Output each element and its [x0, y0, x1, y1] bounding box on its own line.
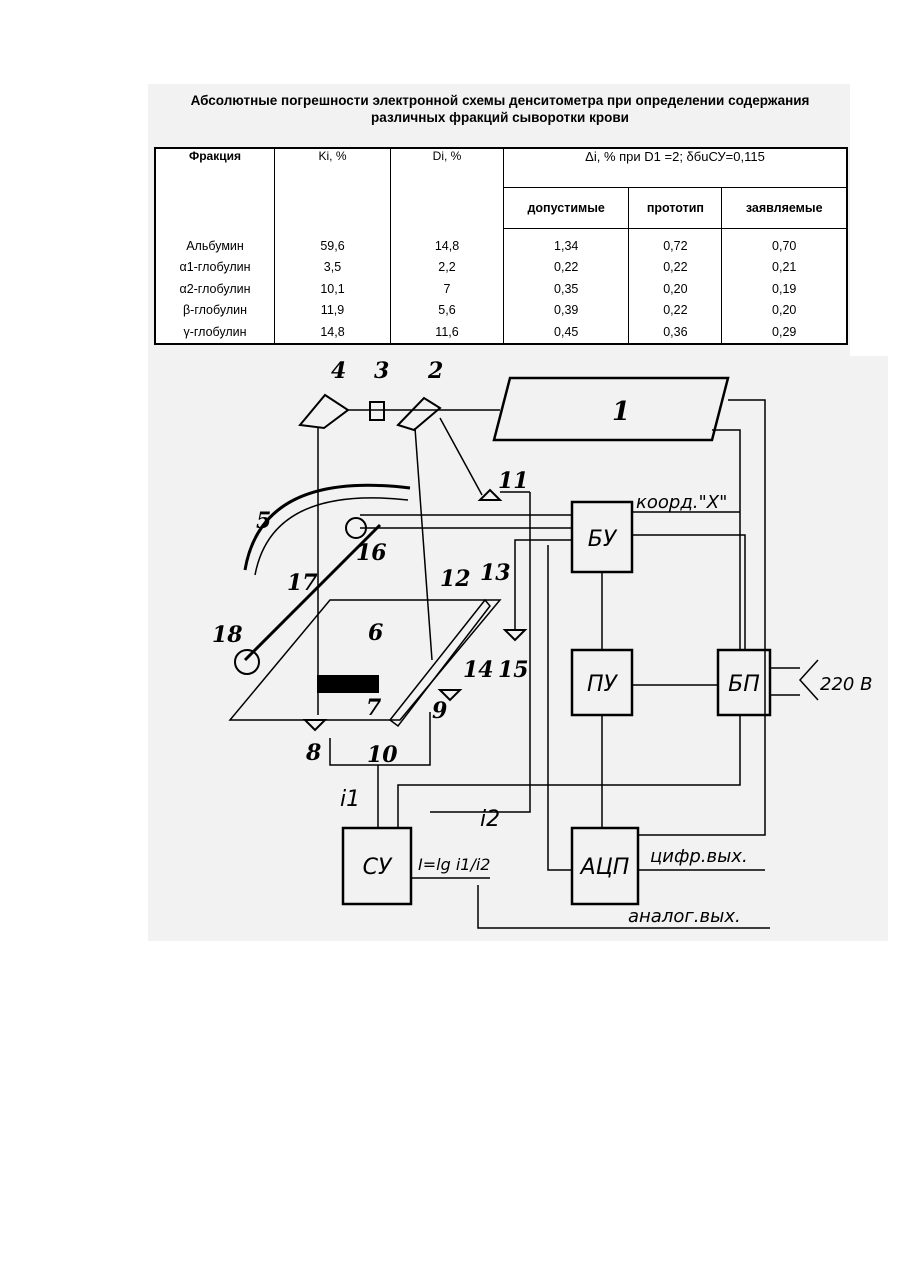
errors-table: Фракция Ki, % Di, % Δi, % при D1 =2; δбu… — [154, 147, 848, 345]
block-pu: ПУ — [587, 672, 619, 697]
cell-d: 2,2 — [391, 257, 504, 279]
cell-k: 14,8 — [275, 321, 391, 344]
cell-fraction: α1-глобулин — [155, 257, 275, 279]
table-row: Альбумин 59,6 14,8 1,34 0,72 0,70 — [155, 229, 847, 257]
current-i2: i2 — [480, 807, 500, 832]
cell-d: 5,6 — [391, 300, 504, 322]
cell-allowed: 0,35 — [504, 278, 629, 300]
block-su: СУ — [363, 855, 393, 880]
table-row: γ-глобулин 14,8 11,6 0,45 0,36 0,29 — [155, 321, 847, 344]
cell-allowed: 0,22 — [504, 257, 629, 279]
label-4: 4 — [331, 358, 346, 384]
cell-fraction: α2-глобулин — [155, 278, 275, 300]
densitometer-diagram: 1 2 3 4 5 6 7 8 9 10 11 12 13 14 15 16 1… — [148, 356, 888, 941]
cell-k: 59,6 — [275, 229, 391, 257]
analog-output: аналог.вых. — [628, 906, 741, 927]
header-fraction: Фракция — [155, 148, 275, 229]
label-9: 9 — [432, 698, 447, 724]
label-1: 1 — [612, 397, 630, 427]
cell-fraction: γ-глобулин — [155, 321, 275, 344]
cell-k: 3,5 — [275, 257, 391, 279]
cell-prototype: 0,72 — [629, 229, 722, 257]
cell-k: 10,1 — [275, 278, 391, 300]
document-title: Абсолютные погрешности электронной схемы… — [150, 92, 850, 126]
cell-claimed: 0,29 — [722, 321, 847, 344]
header-claimed: заявляемые — [722, 188, 847, 229]
title-line-2: различных фракций сыворотки крови — [150, 109, 850, 126]
label-18: 18 — [212, 622, 243, 648]
cell-prototype: 0,20 — [629, 278, 722, 300]
cell-fraction: Альбумин — [155, 229, 275, 257]
label-12: 12 — [440, 566, 471, 592]
label-6: 6 — [368, 620, 383, 646]
log-formula: I=lg i1/i2 — [418, 855, 490, 874]
cell-prototype: 0,22 — [629, 300, 722, 322]
label-7: 7 — [366, 695, 382, 721]
label-3: 3 — [374, 358, 389, 384]
lamp-1 — [494, 378, 728, 440]
current-i1: i1 — [340, 787, 360, 812]
cell-claimed: 0,19 — [722, 278, 847, 300]
detector-15 — [505, 630, 525, 640]
filter-3 — [370, 402, 384, 420]
cell-claimed: 0,70 — [722, 229, 847, 257]
cell-allowed: 0,45 — [504, 321, 629, 344]
label-10: 10 — [367, 742, 398, 768]
prism-4 — [300, 395, 348, 428]
gel-bands — [318, 676, 378, 692]
cell-prototype: 0,36 — [629, 321, 722, 344]
label-16: 16 — [356, 540, 387, 566]
table-row: β-глобулин 11,9 5,6 0,39 0,22 0,20 — [155, 300, 847, 322]
header-d-label: Di, % — [433, 149, 462, 163]
coord-x-output: коорд."X" — [636, 492, 727, 513]
label-8: 8 — [305, 740, 321, 766]
mains-voltage: 220 В — [820, 674, 872, 695]
cell-claimed: 0,20 — [722, 300, 847, 322]
digital-output: цифр.вых. — [650, 846, 748, 867]
header-k-label: Ki, % — [318, 149, 346, 163]
cell-claimed: 0,21 — [722, 257, 847, 279]
mirror-2 — [398, 398, 440, 430]
detector-11 — [480, 490, 500, 500]
header-prototype: прототип — [629, 188, 722, 229]
cell-prototype: 0,22 — [629, 257, 722, 279]
label-5: 5 — [256, 508, 271, 534]
header-delta: Δi, % при D1 =2; δбuСУ=0,115 — [504, 148, 848, 188]
cell-allowed: 0,39 — [504, 300, 629, 322]
cell-d: 14,8 — [391, 229, 504, 257]
header-k: Ki, % — [275, 148, 391, 229]
label-13: 13 — [480, 560, 511, 586]
label-17: 17 — [287, 570, 318, 596]
label-15: 15 — [498, 657, 529, 683]
cell-d: 7 — [391, 278, 504, 300]
plate-6 — [230, 600, 500, 720]
motor-18 — [235, 650, 259, 674]
table-row: α1-глобулин 3,5 2,2 0,22 0,22 0,21 — [155, 257, 847, 279]
block-bp: БП — [728, 672, 760, 697]
block-acp: АЦП — [579, 855, 630, 880]
label-14: 14 — [463, 657, 494, 683]
detector-8 — [305, 720, 325, 730]
block-bu: БУ — [588, 527, 618, 552]
cell-fraction: β-глобулин — [155, 300, 275, 322]
header-d: Di, % — [391, 148, 504, 229]
cell-d: 11,6 — [391, 321, 504, 344]
label-11: 11 — [498, 468, 529, 494]
header-allowed: допустимые — [504, 188, 629, 229]
cell-allowed: 1,34 — [504, 229, 629, 257]
cell-k: 11,9 — [275, 300, 391, 322]
label-2: 2 — [427, 358, 443, 384]
table-row: α2-глобулин 10,1 7 0,35 0,20 0,19 — [155, 278, 847, 300]
title-line-1: Абсолютные погрешности электронной схемы… — [150, 92, 850, 109]
